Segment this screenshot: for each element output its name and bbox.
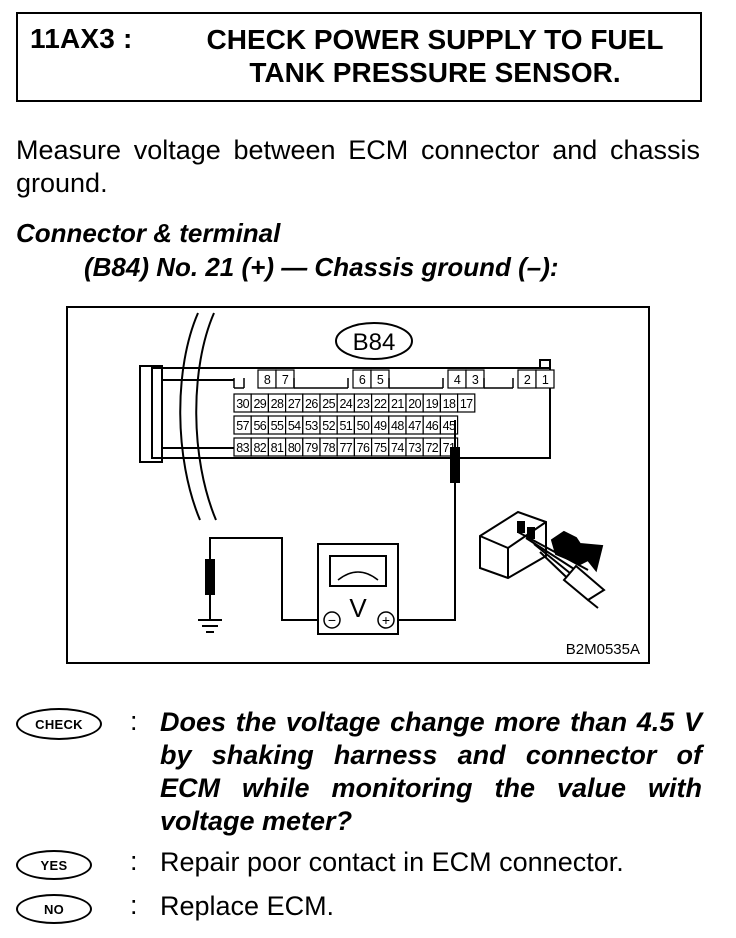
pin-76: 76 (357, 441, 370, 455)
yes-answer: Repair poor contact in ECM connector. (160, 847, 624, 877)
voltmeter: V − + (317, 543, 399, 635)
pin-26: 26 (305, 397, 318, 411)
figure-id: B2M0535A (565, 641, 640, 658)
pin-25: 25 (322, 397, 335, 411)
pin-28: 28 (271, 397, 284, 411)
pin-6: 6 (359, 373, 366, 387)
back-probe-icon (479, 510, 606, 609)
pin-20: 20 (408, 397, 421, 411)
no-answer: Replace ECM. (160, 891, 335, 921)
pin-22: 22 (374, 397, 387, 411)
voltmeter-scale (337, 571, 379, 581)
yes-row: YES : Repair poor contact in ECM connect… (16, 846, 706, 882)
check-separator: : (130, 706, 138, 736)
plus-terminal-icon (377, 611, 395, 629)
pin-83: 83 (236, 441, 249, 455)
connector-key (539, 359, 551, 369)
check-badge: CHECK (16, 708, 102, 740)
pin-3: 3 (472, 373, 479, 387)
minus-terminal-icon (323, 611, 341, 629)
connector-notch (483, 378, 514, 389)
pin-73: 73 (408, 441, 421, 455)
pin-5: 5 (377, 373, 384, 387)
plus-terminal-label: + (382, 612, 390, 628)
pin-4: 4 (454, 373, 461, 387)
pin-18: 18 (443, 397, 456, 411)
pin-49: 49 (374, 419, 387, 433)
step-title-line-2: TANK PRESSURE SENSOR. (249, 57, 621, 88)
pin-74: 74 (391, 441, 404, 455)
pin-2: 2 (524, 373, 531, 387)
check-question: Does the voltage change more than 4.5 V … (160, 707, 702, 836)
step-title-line-1: CHECK POWER SUPPLY TO FUEL (206, 24, 664, 55)
connector-notch (293, 378, 349, 389)
pin-1-cell (535, 369, 555, 389)
connector-housing (151, 367, 551, 459)
pin-55: 55 (271, 419, 284, 433)
connector-label: B84 (353, 329, 396, 356)
harness-line-inner (195, 312, 217, 521)
voltmeter-display (329, 555, 387, 587)
harness-line-outer (179, 312, 201, 521)
arrow-icon (550, 530, 604, 573)
pin-7: 7 (282, 373, 289, 387)
pin-75: 75 (374, 441, 387, 455)
pin-23: 23 (357, 397, 370, 411)
pin-72: 72 (425, 441, 438, 455)
pin-17: 17 (460, 397, 473, 411)
positive-lead (398, 482, 456, 621)
pin-24: 24 (339, 397, 352, 411)
pin-56: 56 (253, 419, 266, 433)
pin-54: 54 (288, 419, 301, 433)
pin-45-cell (439, 415, 459, 435)
step-code: 11AX3 : (30, 23, 133, 54)
minus-terminal-label: − (328, 612, 336, 628)
instruction-text: Measure voltage between ECM connector an… (16, 135, 700, 198)
negative-probe (205, 559, 215, 595)
pin-79: 79 (305, 441, 318, 455)
pin-8: 8 (264, 373, 271, 387)
step-title-box: 11AX3 : CHECK POWER SUPPLY TO FUEL TANK … (16, 12, 702, 102)
pin-45: 45 (443, 419, 456, 433)
step-title: CHECK POWER SUPPLY TO FUEL TANK PRESSURE… (170, 23, 700, 89)
pin-52: 52 (322, 419, 335, 433)
positive-probe (450, 447, 460, 483)
pin-82: 82 (253, 441, 266, 455)
voltmeter-unit: V (349, 593, 367, 623)
pin-81: 81 (271, 441, 284, 455)
connector-notch (388, 378, 444, 389)
connector-terminal-heading: Connector & terminal (16, 218, 281, 248)
connector-notch (233, 378, 245, 389)
pin-51: 51 (339, 419, 352, 433)
pin-17-cell (457, 393, 476, 413)
pin-80: 80 (288, 441, 301, 455)
pin-27: 27 (288, 397, 301, 411)
pin-50: 50 (357, 419, 370, 433)
pin-48: 48 (391, 419, 404, 433)
pin-1: 1 (542, 373, 549, 387)
pin-53: 53 (305, 419, 318, 433)
no-separator: : (130, 890, 138, 920)
yes-separator: : (130, 846, 138, 876)
connector-label-ellipse (335, 322, 413, 360)
connector-latch (139, 365, 163, 463)
pin-47: 47 (408, 419, 421, 433)
pin-30: 30 (236, 397, 249, 411)
connector-terminal-spec: (B84) No. 21 (+) — Chassis ground (–): (84, 252, 559, 282)
pin-46: 46 (425, 419, 438, 433)
pin-78: 78 (322, 441, 335, 455)
pin-19: 19 (425, 397, 438, 411)
no-badge: NO (16, 894, 92, 924)
pin-77: 77 (339, 441, 352, 455)
check-row: CHECK : Does the voltage change more tha… (16, 706, 706, 836)
yes-badge: YES (16, 850, 92, 880)
pin-21: 21 (391, 397, 404, 411)
pin-57: 57 (236, 419, 249, 433)
negative-lead (209, 537, 318, 621)
no-row: NO : Replace ECM. (16, 890, 706, 926)
pin-29: 29 (253, 397, 266, 411)
